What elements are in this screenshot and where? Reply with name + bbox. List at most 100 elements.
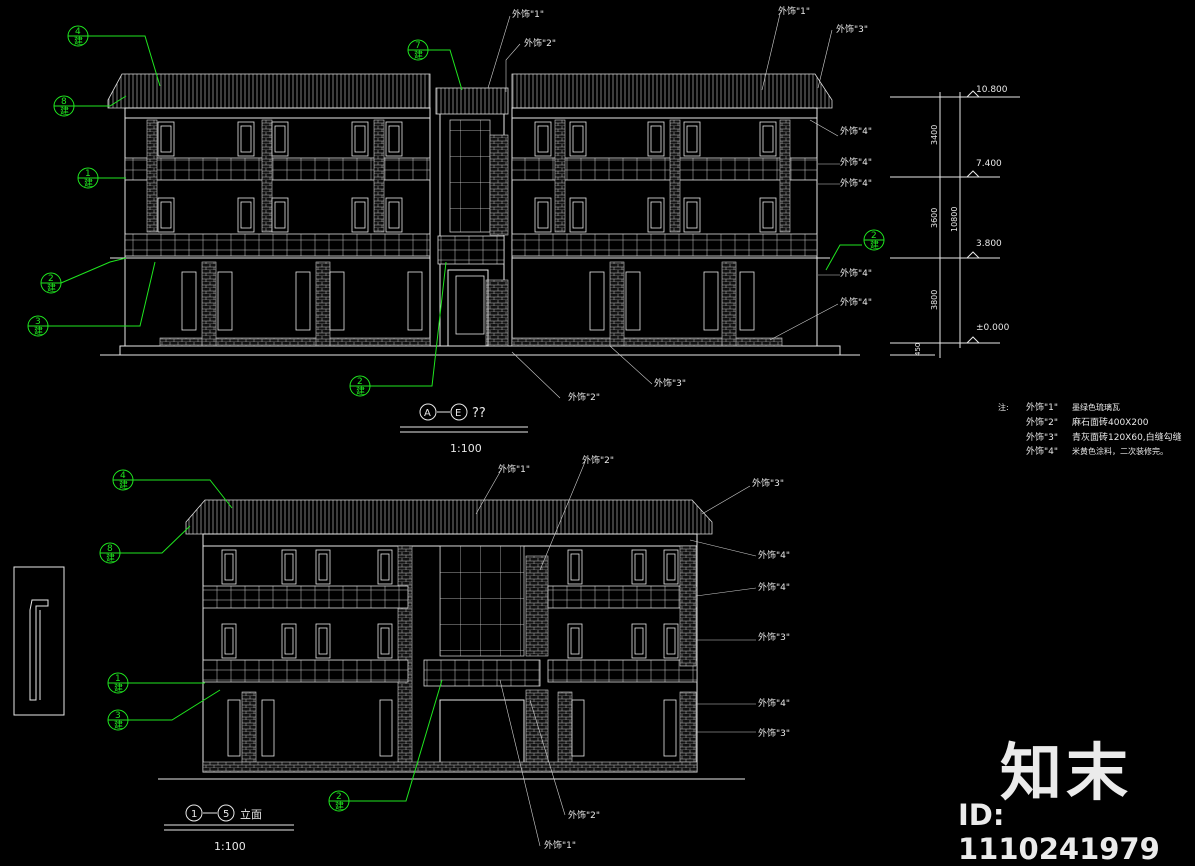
callout-label: 外饰"4" bbox=[840, 267, 872, 279]
svg-text:5: 5 bbox=[223, 809, 229, 820]
callout-label: 外饰"4" bbox=[840, 125, 872, 137]
svg-text:10.800: 10.800 bbox=[976, 85, 1008, 95]
svg-text:建: 建 bbox=[870, 239, 879, 251]
callout-label: 外饰"4" bbox=[840, 296, 872, 308]
index-circle: 8建 bbox=[99, 542, 121, 564]
svg-text:立面: 立面 bbox=[240, 807, 262, 821]
svg-text:1: 1 bbox=[85, 169, 91, 179]
svg-text:1: 1 bbox=[191, 809, 197, 820]
svg-text:3.800: 3.800 bbox=[976, 239, 1002, 249]
bottom-title: 1 5 立面 1:100 bbox=[185, 804, 262, 853]
svg-text:8: 8 bbox=[61, 97, 67, 107]
callout-leaders bbox=[47, 35, 862, 802]
callout-label: 外饰"3" bbox=[654, 377, 686, 389]
svg-text:3600: 3600 bbox=[930, 208, 939, 228]
svg-text:麻石面砖400X200: 麻石面砖400X200 bbox=[1072, 416, 1149, 428]
index-circle: 2建 bbox=[328, 790, 350, 812]
index-circle: 4建 bbox=[112, 469, 134, 491]
level-dimensions bbox=[890, 90, 1020, 358]
svg-text:7.400: 7.400 bbox=[976, 159, 1002, 169]
watermark-id: ID: 1110241979 bbox=[958, 798, 1160, 866]
callout-label: 外饰"2" bbox=[568, 391, 600, 403]
annotation-leaders bbox=[475, 13, 840, 847]
svg-text:注:: 注: bbox=[998, 402, 1009, 412]
callout-label: 外饰"2" bbox=[524, 37, 556, 49]
svg-text:2: 2 bbox=[357, 377, 363, 387]
top-elevation bbox=[100, 73, 860, 356]
top-callout-labels: 外饰"1" 外饰"2" 外饰"1" 外饰"3" 外饰"4" 外饰"4" 外饰"4… bbox=[512, 5, 872, 403]
svg-text:米黄色涂料，二次装修完。: 米黄色涂料，二次装修完。 bbox=[1072, 446, 1168, 456]
svg-text:3: 3 bbox=[115, 711, 121, 721]
svg-text:3800: 3800 bbox=[930, 290, 939, 310]
top-scale: 1:100 bbox=[450, 442, 482, 455]
svg-text:建: 建 bbox=[84, 177, 93, 189]
svg-text:3: 3 bbox=[35, 317, 41, 327]
callout-label: 外饰"1" bbox=[512, 8, 544, 20]
svg-text:3400: 3400 bbox=[930, 125, 939, 145]
svg-text:建: 建 bbox=[47, 282, 56, 294]
svg-text:2: 2 bbox=[871, 231, 877, 241]
index-circle: 7建 bbox=[407, 39, 429, 61]
svg-text:外饰"1": 外饰"1" bbox=[1026, 401, 1058, 413]
svg-text:青灰面砖120X60,白缝勾缝: 青灰面砖120X60,白缝勾缝 bbox=[1072, 431, 1182, 443]
svg-text:A: A bbox=[424, 408, 431, 419]
detail-sectional-box bbox=[13, 566, 65, 716]
svg-text:建: 建 bbox=[74, 35, 83, 47]
svg-text:±0.000: ±0.000 bbox=[976, 323, 1010, 333]
svg-text:建: 建 bbox=[114, 719, 123, 731]
callout-label: 外饰"3" bbox=[758, 727, 790, 739]
callout-label: 外饰"4" bbox=[758, 581, 790, 593]
callout-label: 外饰"2" bbox=[582, 454, 614, 466]
index-circle: 2建 bbox=[863, 229, 885, 251]
svg-text:7: 7 bbox=[415, 41, 421, 51]
svg-text:外饰"4": 外饰"4" bbox=[1026, 445, 1058, 457]
svg-text:建: 建 bbox=[114, 682, 123, 694]
callout-label: 外饰"4" bbox=[840, 156, 872, 168]
material-notes: 注: 外饰"1" 墨绿色琉璃瓦 外饰"2" 麻石面砖400X200 外饰"3" … bbox=[998, 401, 1182, 457]
callout-label: 外饰"1" bbox=[498, 463, 530, 475]
svg-text:10800: 10800 bbox=[950, 207, 959, 232]
callout-label: 外饰"4" bbox=[758, 549, 790, 561]
svg-text:建: 建 bbox=[60, 105, 69, 117]
svg-text:??: ?? bbox=[472, 406, 486, 421]
svg-text:450: 450 bbox=[914, 343, 922, 356]
svg-text:2: 2 bbox=[48, 274, 54, 284]
svg-text:外饰"3": 外饰"3" bbox=[1026, 431, 1058, 443]
bottom-elevation bbox=[158, 499, 745, 780]
level-labels: 10.800 7.400 3.800 ±0.000 3400 3600 3800… bbox=[914, 85, 1010, 356]
watermark-brand: 知末 bbox=[1000, 736, 1133, 809]
svg-text:外饰"2": 外饰"2" bbox=[1026, 416, 1058, 428]
callout-label: 外饰"3" bbox=[836, 23, 868, 35]
bottom-callout-labels: 外饰"1" 外饰"2" 外饰"3" 外饰"4" 外饰"4" 外饰"3" 外饰"4… bbox=[498, 454, 790, 851]
svg-text:墨绿色琉璃瓦: 墨绿色琉璃瓦 bbox=[1072, 402, 1120, 412]
svg-text:E: E bbox=[455, 408, 461, 419]
callout-label: 外饰"1" bbox=[778, 5, 810, 17]
index-circles: 4建 8建 1建 2建 3建 7建 2建 2建 4建 8建 1建 3建 2建 bbox=[27, 25, 885, 812]
svg-text:建: 建 bbox=[34, 325, 43, 337]
svg-text:建: 建 bbox=[356, 385, 365, 397]
svg-text:建: 建 bbox=[335, 800, 344, 812]
index-circle: 2建 bbox=[40, 272, 62, 294]
index-circle: 2建 bbox=[349, 375, 371, 397]
index-circle: 3建 bbox=[27, 315, 49, 337]
callout-label: 外饰"3" bbox=[758, 631, 790, 643]
callout-label: 外饰"3" bbox=[752, 477, 784, 489]
svg-text:4: 4 bbox=[75, 27, 81, 37]
index-circle: 3建 bbox=[107, 709, 129, 731]
index-circle: 4建 bbox=[67, 25, 89, 47]
svg-text:建: 建 bbox=[414, 49, 423, 61]
callout-label: 外饰"4" bbox=[840, 177, 872, 189]
svg-text:建: 建 bbox=[119, 479, 128, 491]
svg-text:8: 8 bbox=[107, 544, 113, 554]
svg-text:建: 建 bbox=[106, 552, 115, 564]
svg-text:2: 2 bbox=[336, 792, 342, 802]
svg-text:1: 1 bbox=[115, 674, 121, 684]
bottom-scale: 1:100 bbox=[214, 840, 246, 853]
callout-label: 外饰"4" bbox=[758, 697, 790, 709]
callout-label: 外饰"1" bbox=[544, 839, 576, 851]
index-circle: 8建 bbox=[53, 95, 75, 117]
top-title: A E ?? 1:100 bbox=[419, 403, 486, 455]
index-circle: 1建 bbox=[77, 167, 99, 189]
svg-text:4: 4 bbox=[120, 471, 126, 481]
